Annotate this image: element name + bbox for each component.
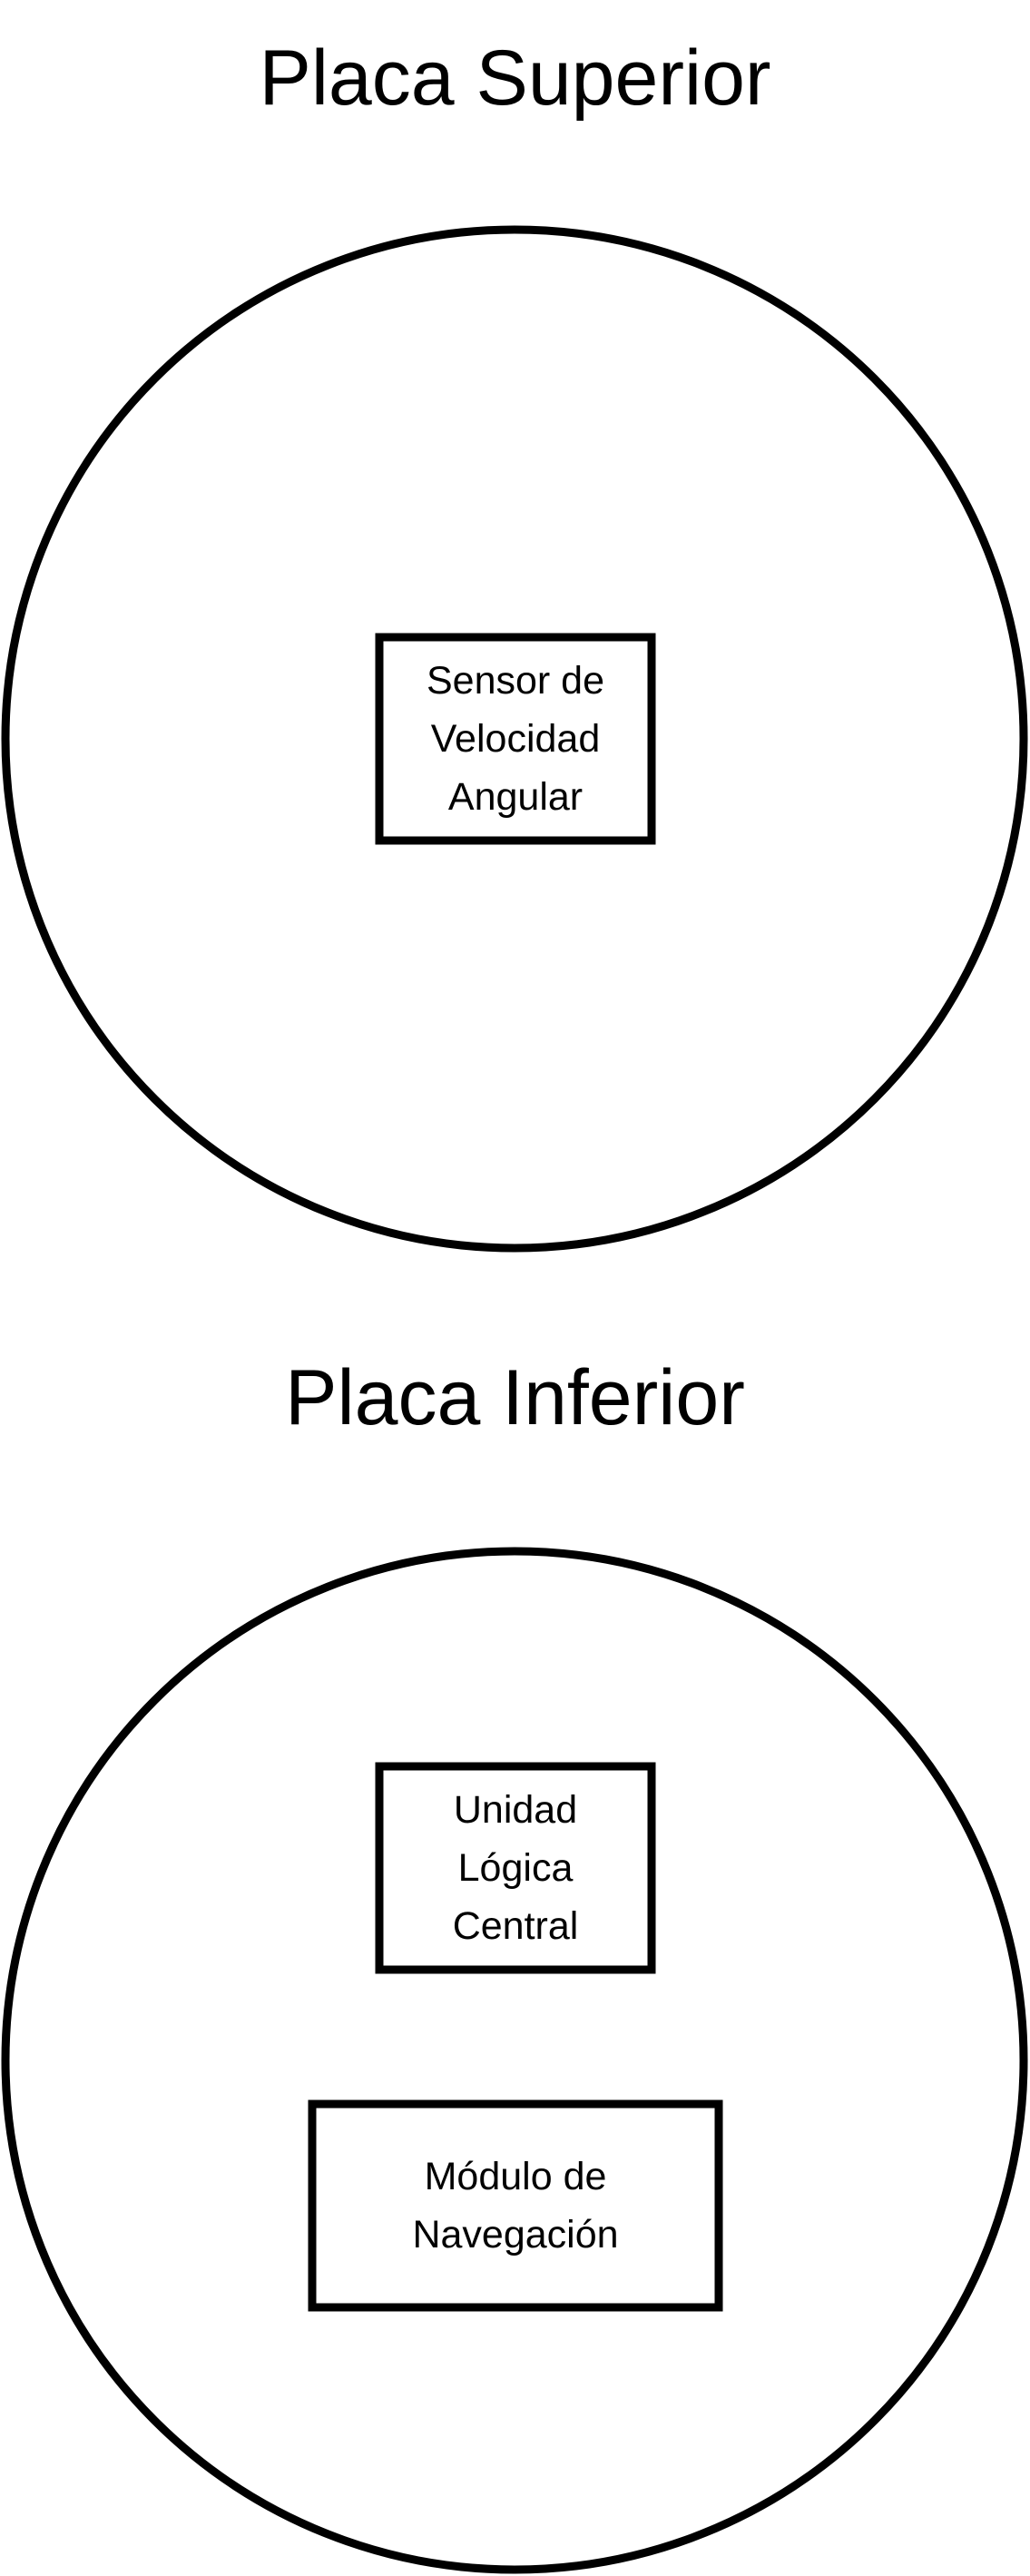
sensor-label-line-2: Velocidad (430, 717, 601, 761)
bottom-plate-circle (1, 1547, 1028, 2574)
bottom-plate-title: Placa Inferior (285, 1354, 745, 1441)
sensor-label-line-3: Angular (447, 775, 584, 819)
top-plate-title: Placa Superior (259, 34, 771, 122)
logic-unit-label-line-2: Lógica (457, 1846, 574, 1890)
logic-unit-label-line-3: Central (452, 1904, 579, 1948)
sensor-label-line-1: Sensor de (426, 659, 605, 703)
sensor-label: Sensor de Velocidad Angular (379, 637, 652, 841)
navigation-module-label-line-1: Módulo de (424, 2155, 607, 2198)
logic-unit-label-line-1: Unidad (453, 1788, 578, 1832)
top-plate-circle (1, 225, 1028, 1253)
navigation-module-label: Módulo de Navegación (312, 2104, 719, 2307)
logic-unit-label: Unidad Lógica Central (379, 1766, 652, 1970)
logic-unit-box (375, 1762, 656, 1974)
navigation-module-label-line-2: Navegación (412, 2213, 619, 2256)
sensor-box (375, 633, 656, 845)
navigation-module-box (308, 2099, 723, 2312)
